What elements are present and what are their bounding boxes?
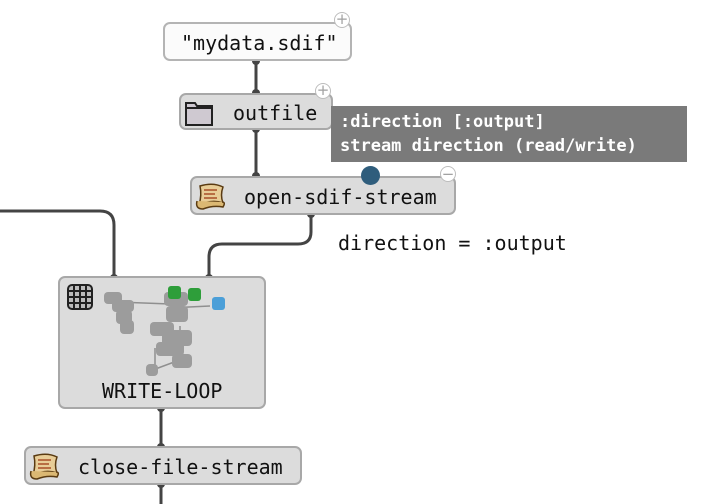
close-file-stream-label: close-file-stream	[78, 455, 283, 479]
grid-icon	[66, 283, 94, 316]
direction-inlet[interactable]	[361, 166, 380, 185]
close-file-stream-box[interactable]: close-file-stream	[24, 446, 302, 485]
loop-patch-preview-icon	[104, 286, 225, 376]
write-loop-label: WRITE-LOOP	[102, 379, 223, 403]
open-sdif-stream-box[interactable]: open-sdif-stream	[190, 176, 456, 215]
add-input-icon[interactable]: +	[315, 81, 331, 99]
value-box-text: "mydata.sdif"	[181, 31, 338, 55]
value-box-mydata[interactable]: "mydata.sdif"	[163, 22, 352, 61]
direction-value-info: direction = :output	[338, 231, 567, 255]
scroll-icon	[193, 181, 227, 217]
tooltip-line-description: stream direction (read/write)	[340, 136, 637, 156]
outfile-box[interactable]: outfile	[179, 93, 333, 130]
tooltip-line-signature: :direction [:output]	[340, 112, 545, 132]
scroll-icon	[27, 451, 61, 487]
write-loop-box[interactable]: WRITE-LOOP	[58, 276, 266, 409]
outfile-label: outfile	[233, 101, 318, 125]
folder-icon	[184, 98, 214, 132]
inlet-tooltip: :direction [:output] stream direction (r…	[331, 106, 687, 162]
wire-left-to-write-loop	[0, 209, 116, 278]
open-sdif-stream-label: open-sdif-stream	[244, 185, 437, 209]
remove-input-icon[interactable]: −	[440, 165, 456, 183]
wire-open-stream-to-write-loop	[207, 214, 313, 278]
add-input-icon[interactable]: +	[334, 10, 350, 28]
